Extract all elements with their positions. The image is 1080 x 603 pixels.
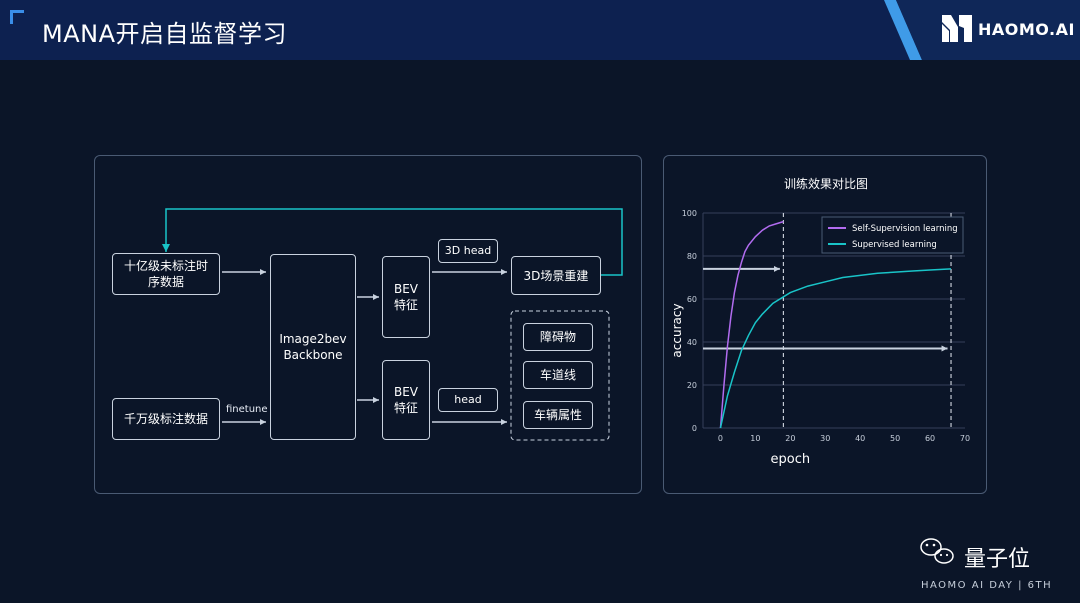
task-vehicle-attr-label: 车辆属性 — [533, 408, 582, 422]
backbone-label: Image2bev Backbone — [279, 332, 347, 362]
x-tick-label: 0 — [718, 434, 723, 443]
task-lane-box: 车道线 — [523, 361, 593, 389]
x-tick-label: 30 — [820, 434, 830, 443]
finetune-label: finetune — [226, 404, 268, 415]
bev-feature-bottom-box: BEV 特征 — [382, 360, 430, 440]
haomo-logo-icon — [942, 15, 972, 42]
wechat-icon — [920, 538, 954, 564]
y-tick-label: 0 — [692, 424, 697, 433]
unlabeled-data-label: 十亿级未标注时 序数据 — [123, 259, 208, 289]
chart-title: 训练效果对比图 — [784, 176, 868, 191]
corner-bracket-icon — [10, 10, 24, 24]
backbone-box: Image2bev Backbone — [270, 254, 356, 440]
bev-feature-bottom-label: BEV 特征 — [393, 385, 419, 415]
header-decoration — [884, 0, 1080, 60]
y-tick-label: 80 — [687, 252, 697, 261]
scene-reconstruction-label: 3D场景重建 — [523, 268, 589, 283]
scene-reconstruction-box: 3D场景重建 — [511, 256, 601, 295]
y-tick-label: 40 — [687, 338, 697, 347]
head-box: head — [438, 388, 498, 412]
task-obstacle-label: 障碍物 — [539, 330, 576, 344]
head-label: head — [454, 393, 482, 406]
bev-feature-top-label: BEV 特征 — [393, 282, 419, 312]
y-tick-label: 20 — [687, 381, 697, 390]
task-group-border — [510, 310, 610, 441]
accent-stripe-icon — [884, 0, 922, 60]
x-tick-label: 40 — [855, 434, 865, 443]
x-tick-label: 10 — [750, 434, 760, 443]
series-line-0 — [719, 220, 784, 429]
y-axis-label: accuracy — [670, 303, 684, 357]
task-lane-label: 车道线 — [539, 368, 576, 382]
diagram-panel — [94, 155, 642, 494]
labeled-data-label: 千万级标注数据 — [123, 412, 208, 426]
footer-event: HAOMO AI DAY | 6TH — [921, 580, 1053, 591]
x-tick-label: 60 — [925, 434, 935, 443]
x-axis-label: epoch — [771, 452, 811, 467]
header-bar: MANA开启自监督学习 HAOMO.AI — [0, 0, 1080, 60]
task-obstacle-box: 障碍物 — [523, 323, 593, 351]
legend-label-0: Self-Supervision learning — [852, 224, 958, 234]
chart-panel — [663, 155, 987, 494]
y-tick-label: 60 — [687, 295, 697, 304]
series-line-1 — [719, 268, 952, 429]
head-3d-label: 3D head — [444, 244, 492, 257]
task-vehicle-attr-box: 车辆属性 — [523, 401, 593, 429]
bev-feature-top-box: BEV 特征 — [382, 256, 430, 338]
page-title: MANA开启自监督学习 — [42, 20, 287, 48]
head-3d-box: 3D head — [438, 239, 498, 263]
feedback-loop-arrow — [162, 208, 623, 276]
x-tick-label: 50 — [890, 434, 900, 443]
unlabeled-data-box: 十亿级未标注时 序数据 — [112, 253, 220, 295]
logo-text: HAOMO.AI — [978, 20, 1075, 39]
logo-area: HAOMO.AI — [0, 0, 1080, 60]
x-tick-label: 70 — [960, 434, 970, 443]
labeled-data-box: 千万级标注数据 — [112, 398, 220, 440]
legend-label-1: Supervised learning — [852, 240, 937, 250]
footer-brand: 量子位 — [964, 547, 1031, 572]
y-tick-label: 100 — [682, 209, 697, 218]
legend-box — [821, 216, 964, 254]
x-tick-label: 20 — [785, 434, 795, 443]
